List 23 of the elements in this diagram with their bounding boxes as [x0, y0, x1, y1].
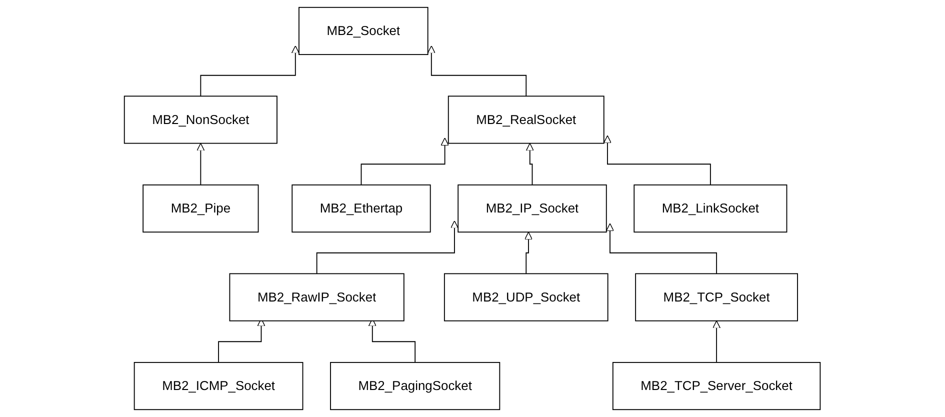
arrow — [524, 232, 533, 274]
arrow — [604, 135, 712, 186]
node-box: MB2_PagingSocket — [330, 362, 500, 410]
node-box: MB2_TCP_Socket — [635, 273, 798, 322]
arrow — [606, 223, 718, 274]
node-box: MB2_IP_Socket — [458, 184, 608, 233]
arrow — [428, 45, 527, 97]
arrow — [361, 138, 450, 186]
arrow — [316, 220, 459, 274]
node-box: MB2_RealSocket — [448, 96, 605, 144]
node-box: MB2_Socket — [298, 6, 429, 56]
node-box: MB2_Pipe — [142, 184, 259, 233]
node-box: MB2_RawIP_Socket — [229, 273, 405, 322]
node-box: MB2_Ethertap — [292, 184, 432, 233]
node-box: MB2_NonSocket — [124, 96, 278, 144]
node-box: MB2_LinkSocket — [634, 184, 788, 233]
node-box: MB2_TCP_Server_Socket — [612, 362, 821, 410]
arrow — [712, 320, 721, 363]
arrow — [200, 45, 300, 97]
node-box: MB2_UDP_Socket — [444, 273, 609, 322]
arrow — [526, 142, 534, 186]
node-box: MB2_ICMP_Socket — [134, 362, 304, 410]
arrow — [196, 142, 205, 186]
